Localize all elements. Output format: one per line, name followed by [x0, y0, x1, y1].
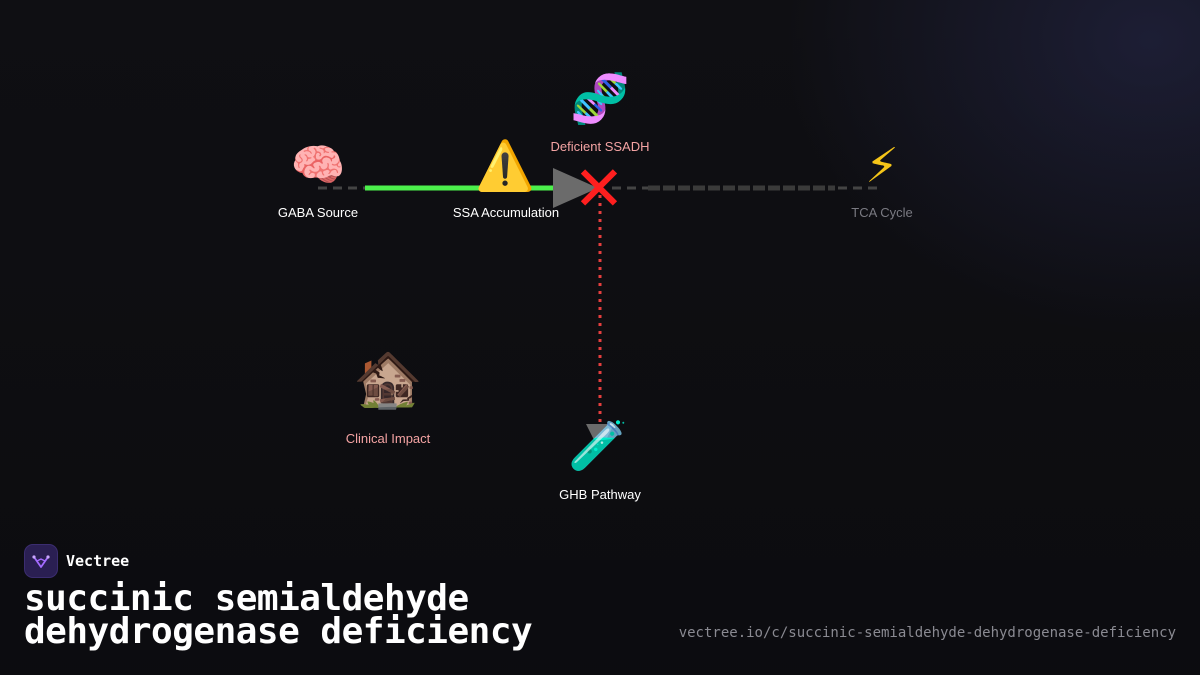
- page-title: succinic semialdehyde dehydrogenase defi…: [24, 578, 644, 652]
- node-ssa-accumulation: ⚠️ SSA Accumulation: [453, 138, 559, 220]
- node-label-tca-cycle: TCA Cycle: [851, 205, 912, 220]
- node-gaba-source: 🧠 GABA Source: [278, 140, 358, 220]
- node-ghb-pathway: 🧪 GHB Pathway: [559, 418, 641, 502]
- node-clinical-impact: 🏚️ Clinical Impact: [346, 347, 431, 446]
- vectree-logo-glyph: [32, 555, 50, 568]
- page-title-line-2: dehydrogenase deficiency: [24, 611, 533, 652]
- node-label-clinical-impact: Clinical Impact: [346, 431, 431, 446]
- node-label-ssa-accumulation: SSA Accumulation: [453, 205, 559, 220]
- node-tca-cycle: ⚡ TCA Cycle: [851, 138, 912, 220]
- edge-arrowhead-ssa: [553, 168, 598, 208]
- brand-name: Vectree: [66, 552, 130, 570]
- edge-arrowhead-ghb: [586, 424, 614, 452]
- source-url[interactable]: vectree.io/c/succinic-semialdehyde-dehyd…: [678, 625, 1176, 641]
- vectree-logo-icon: [24, 544, 58, 578]
- brain-icon: 🧠: [291, 140, 346, 191]
- node-label-gaba-source: GABA Source: [278, 205, 358, 220]
- brand: Vectree: [24, 544, 129, 578]
- warning-icon: ⚠️: [475, 138, 535, 194]
- test-tube-icon: 🧪: [568, 418, 628, 474]
- node-deficient-ssadh: 🧬 Deficient SSADH: [551, 70, 650, 154]
- dna-icon: 🧬: [570, 70, 630, 127]
- lightning-icon: ⚡: [865, 138, 899, 194]
- node-label-deficient-ssadh: Deficient SSADH: [551, 139, 650, 154]
- page-title-line-1: succinic semialdehyde: [24, 578, 469, 619]
- derelict-house-icon: 🏚️: [353, 347, 423, 412]
- node-label-ghb-pathway: GHB Pathway: [559, 487, 641, 502]
- block-x-icon: ✕: [573, 152, 625, 225]
